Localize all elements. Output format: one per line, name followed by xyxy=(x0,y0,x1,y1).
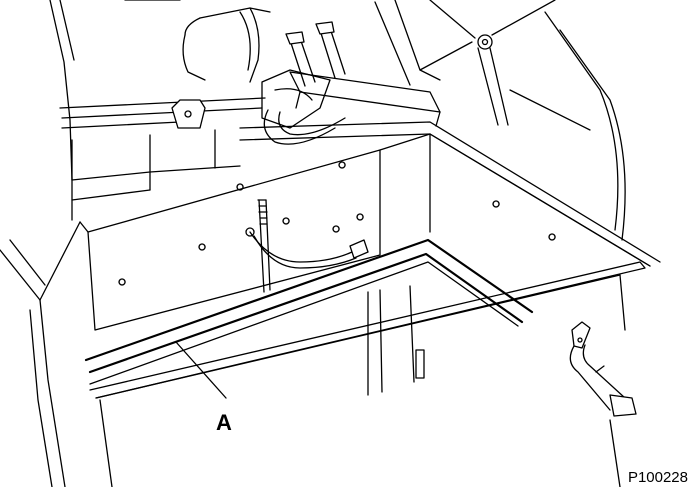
storage-compartment xyxy=(0,121,661,487)
callout-a: A xyxy=(175,341,232,435)
callout-a-leader-line xyxy=(175,341,227,399)
upper-machinery xyxy=(49,0,626,241)
front-latch xyxy=(569,321,637,417)
callout-a-label: A xyxy=(216,410,232,435)
figure-code: P100228 xyxy=(628,469,688,486)
